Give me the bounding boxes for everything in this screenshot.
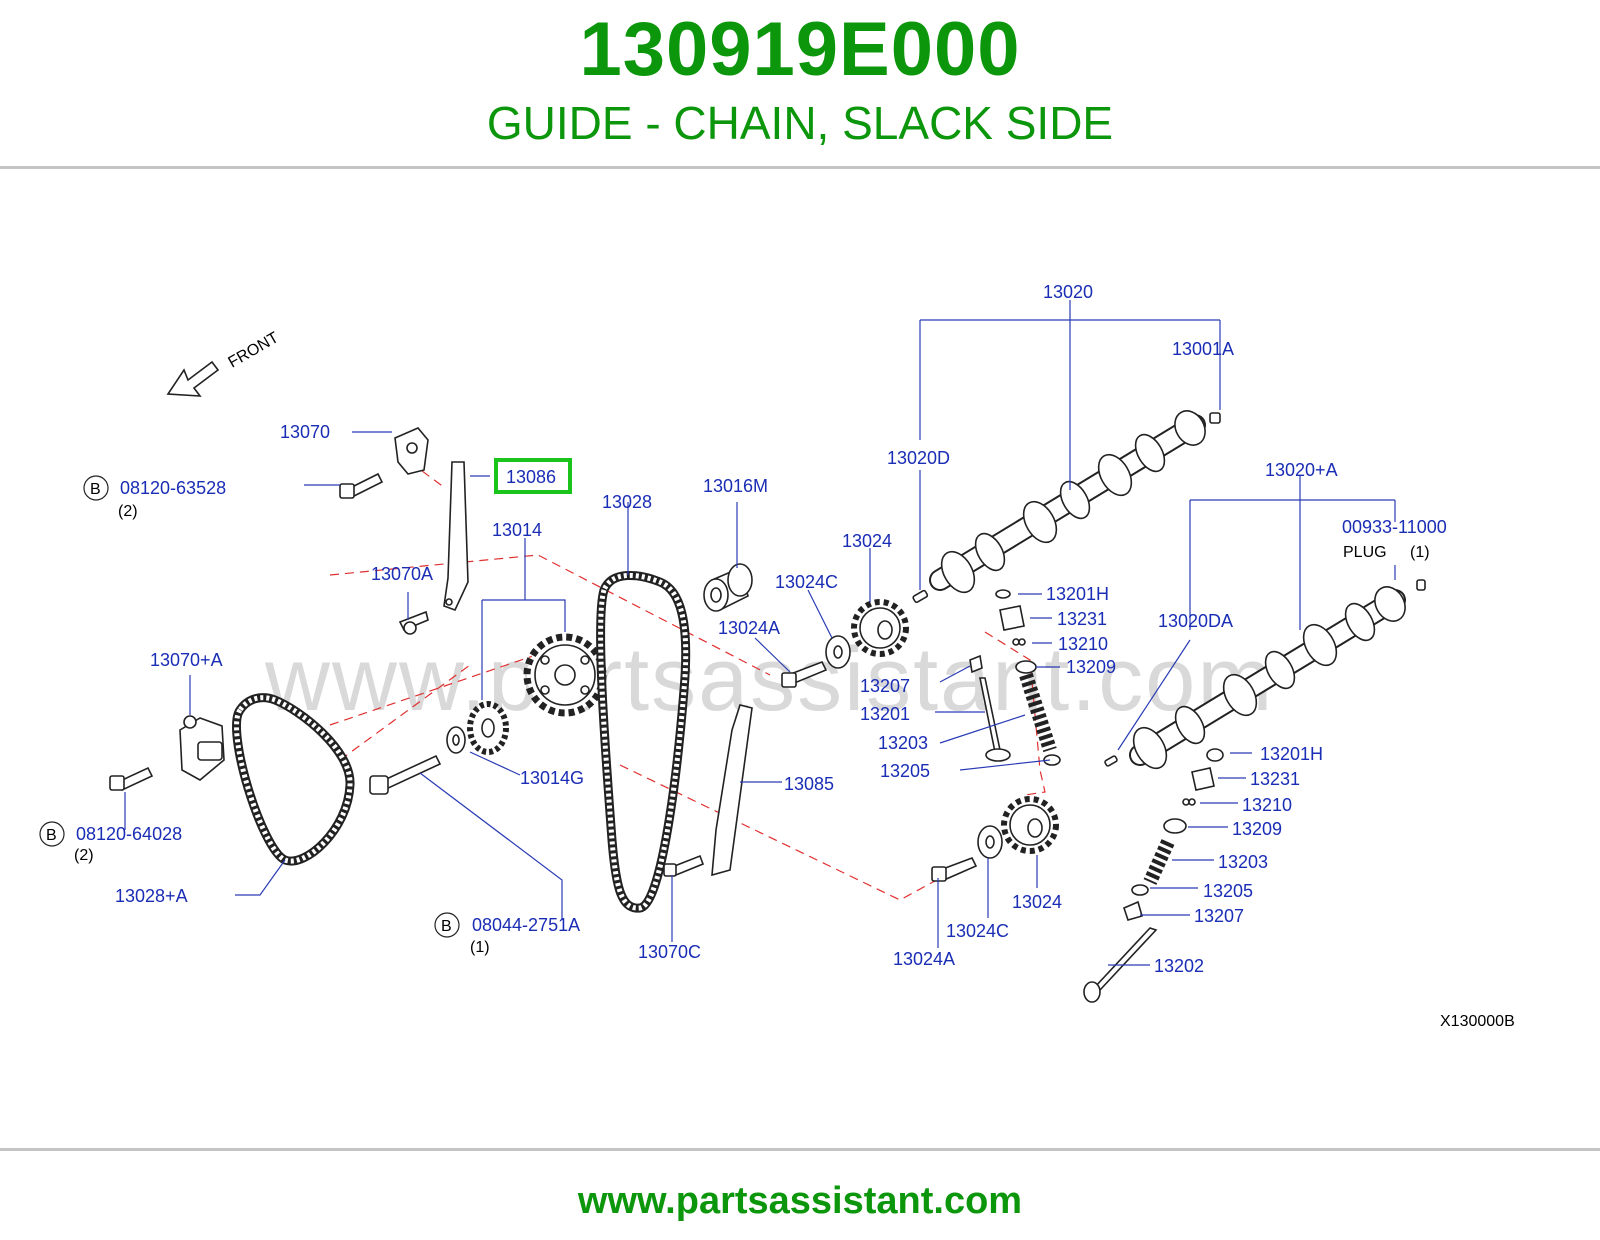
diagram-code: X130000B — [1440, 1013, 1515, 1030]
washer-lower-13024C — [977, 825, 1003, 859]
label-13020D[interactable]: 13020D — [887, 448, 950, 468]
bolt-13070C — [663, 854, 705, 877]
label-13070A[interactable]: 13070A — [371, 564, 433, 584]
label-13201H-upper[interactable]: 13201H — [1046, 584, 1109, 604]
footer-divider — [0, 1148, 1600, 1151]
label-13085[interactable]: 13085 — [784, 774, 834, 794]
label-13205-lower[interactable]: 13205 — [1203, 881, 1253, 901]
label-13209-lower[interactable]: 13209 — [1232, 819, 1282, 839]
valve-train-upper — [969, 589, 1061, 766]
label-08120-63528[interactable]: 08120-63528 — [120, 478, 226, 498]
sprocket-13014 — [523, 633, 607, 717]
label-13201H-lower[interactable]: 13201H — [1260, 744, 1323, 764]
label-plug-qty: (1) — [1410, 544, 1430, 561]
label-08044-2751A[interactable]: 08044-2751A — [472, 915, 580, 935]
leader-lines — [124, 300, 1396, 966]
gear-13014G — [467, 701, 509, 755]
watermark-text: www.partsassistant.com — [264, 630, 1274, 730]
label-13070C[interactable]: 13070C — [638, 942, 701, 962]
label-13028[interactable]: 13028 — [602, 492, 652, 512]
tensioner-13070plusA — [179, 715, 225, 781]
idler-13016M — [703, 563, 753, 612]
front-arrow-icon — [166, 360, 220, 397]
label-13205-upper[interactable]: 13205 — [880, 761, 930, 781]
label-13203-upper[interactable]: 13203 — [878, 733, 928, 753]
label-13024A-upper[interactable]: 13024A — [718, 618, 780, 638]
camshaft-lower — [912, 579, 1426, 770]
label-13070plusA[interactable]: 13070+A — [150, 650, 223, 670]
label-13024-lower[interactable]: 13024 — [1012, 892, 1062, 912]
washer-upper-13024C — [825, 635, 851, 669]
label-13207-lower[interactable]: 13207 — [1194, 906, 1244, 926]
valve-train-lower — [1083, 748, 1224, 1003]
bolt-badge-b — [39, 821, 65, 847]
label-13020plusA[interactable]: 13020+A — [1265, 460, 1338, 480]
camshaft-upper — [929, 410, 1221, 594]
bolt-badge-b — [434, 912, 460, 938]
badge-letter-b: B — [441, 918, 452, 935]
label-13024A-lower[interactable]: 13024A — [893, 949, 955, 969]
header-divider — [0, 166, 1600, 169]
bolt-lower-13024A — [931, 856, 978, 882]
highlight-box-13086 — [494, 458, 572, 494]
label-13020[interactable]: 13020 — [1043, 282, 1093, 302]
label-plug: PLUG — [1343, 544, 1387, 561]
label-13086[interactable]: 13086 — [506, 467, 556, 487]
badge-letter-b: B — [46, 827, 57, 844]
page-header: 130919E000 GUIDE - CHAIN, SLACK SIDE — [0, 0, 1600, 170]
label-13024-upper[interactable]: 13024 — [842, 531, 892, 551]
bolt-08120-64028 — [109, 766, 154, 792]
label-13024C-upper[interactable]: 13024C — [775, 572, 838, 592]
label-13016M[interactable]: 13016M — [703, 476, 768, 496]
label-13231-upper[interactable]: 13231 — [1057, 609, 1107, 629]
tensioner-13070 — [394, 427, 429, 475]
parts-diagram: www.partsassistant.com FRONT — [0, 170, 1600, 1170]
bolt-08044 — [369, 754, 442, 795]
label-13001A[interactable]: 13001A — [1172, 339, 1234, 359]
timing-chain-13028 — [596, 570, 691, 913]
label-13210-lower[interactable]: 13210 — [1242, 795, 1292, 815]
label-13210-upper[interactable]: 13210 — [1058, 634, 1108, 654]
label-13014[interactable]: 13014 — [492, 520, 542, 540]
label-13020DA[interactable]: 13020DA — [1158, 611, 1233, 631]
chain-guide-slack-13086 — [443, 461, 469, 612]
label-13203-lower[interactable]: 13203 — [1218, 852, 1268, 872]
bolt-upper-13024A — [781, 660, 828, 688]
part-number-title: 130919E000 — [579, 7, 1021, 92]
label-qty-08044-2751A: (1) — [470, 939, 490, 956]
label-00933-11000[interactable]: 00933-11000 — [1342, 517, 1447, 537]
label-13014G[interactable]: 13014G — [520, 768, 584, 788]
label-qty-08120-64028: (2) — [74, 847, 94, 864]
bolt-badge-b — [83, 475, 109, 501]
label-13207-upper[interactable]: 13207 — [860, 676, 910, 696]
timing-chain-13028A — [232, 693, 355, 866]
label-13024C-lower[interactable]: 13024C — [946, 921, 1009, 941]
sprocket-upper-13024 — [851, 599, 909, 657]
label-13231-lower[interactable]: 13231 — [1250, 769, 1300, 789]
footer-site-url[interactable]: www.partsassistant.com — [577, 1180, 1023, 1222]
label-13070[interactable]: 13070 — [280, 422, 330, 442]
tensioner-13070A — [398, 610, 429, 635]
front-label: FRONT — [226, 329, 282, 371]
chain-guide-tension-13085 — [711, 704, 753, 877]
label-13202[interactable]: 13202 — [1154, 956, 1204, 976]
label-08120-64028[interactable]: 08120-64028 — [76, 824, 182, 844]
label-13209-upper[interactable]: 13209 — [1066, 657, 1116, 677]
label-13028plusA[interactable]: 13028+A — [115, 886, 188, 906]
washer-13014G — [446, 726, 466, 754]
label-qty-08120-63528: (2) — [118, 503, 138, 520]
diagram-canvas: www.partsassistant.com FRONT — [39, 282, 1515, 1030]
bolt-08120-63528 — [339, 472, 384, 499]
badge-letter-b: B — [90, 481, 101, 498]
part-name-subtitle: GUIDE - CHAIN, SLACK SIDE — [486, 97, 1114, 149]
label-13201[interactable]: 13201 — [860, 704, 910, 724]
sprocket-lower-13024 — [1001, 796, 1059, 854]
